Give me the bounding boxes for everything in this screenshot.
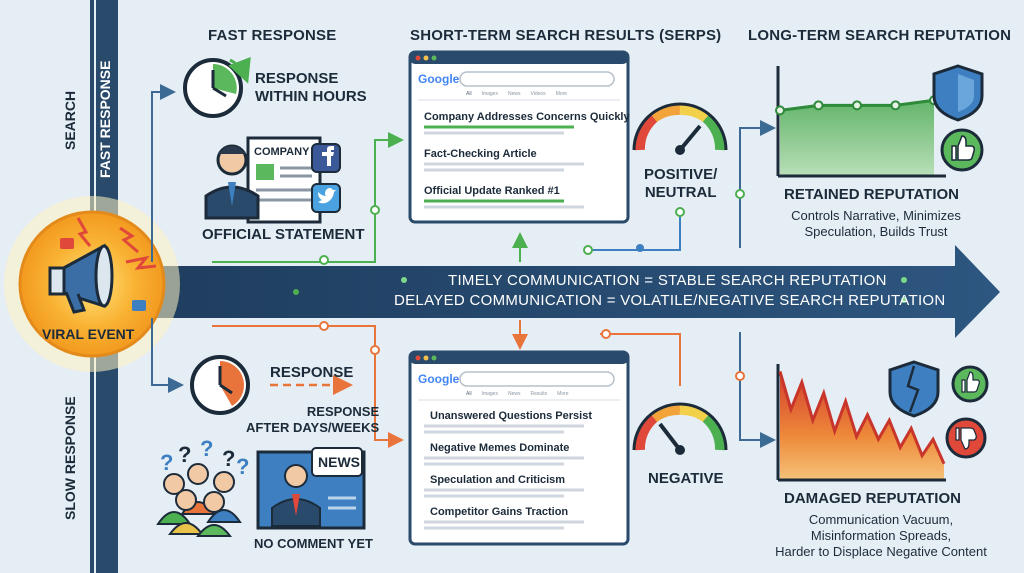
- serp-result-2: Negative Memes Dominate: [430, 442, 570, 454]
- damaged-reputation-title: DAMAGED REPUTATION: [784, 490, 961, 507]
- serp-tab: Images: [481, 91, 498, 97]
- question-mark-icon: ?: [236, 454, 249, 479]
- person-icon-spokesperson: [204, 144, 260, 220]
- serp-tab: All: [466, 91, 472, 97]
- clock-icon-fast: [183, 56, 251, 118]
- chart-line: [778, 371, 946, 465]
- question-mark-icon: ?: [160, 450, 173, 475]
- side-label-search: SEARCH: [62, 90, 78, 150]
- thumbs-up-icon-small: [951, 365, 989, 403]
- chart-damaged-reputation: [776, 364, 946, 482]
- chart-point: [852, 100, 862, 111]
- serp-window-negative: [408, 350, 630, 546]
- document-icon: [246, 136, 322, 224]
- gauge-label-negative: NEGATIVE: [648, 470, 724, 487]
- gauge-label-positive: POSITIVE/ NEUTRAL: [644, 166, 718, 201]
- serp-tab: All: [466, 391, 472, 397]
- serp-tab: Images: [481, 391, 498, 397]
- response-within-hours-label: RESPONSE WITHIN HOURS: [255, 70, 367, 105]
- thumbs-down-icon: [945, 417, 987, 459]
- chart-area: [780, 100, 934, 176]
- question-mark-icon: ?: [200, 436, 213, 461]
- clock-icon-slow: [190, 355, 250, 415]
- official-statement-label: OFFICIAL STATEMENT: [202, 226, 365, 243]
- serp-result-1: Company Addresses Concerns Quickly: [424, 111, 630, 123]
- crowd-icon: [156, 463, 242, 537]
- chart-point: [890, 100, 901, 111]
- serp-result-3: Official Update Ranked #1: [424, 185, 560, 197]
- serp-tab: Results: [530, 391, 548, 397]
- header-long-term: LONG-TERM SEARCH REPUTATION: [748, 27, 1012, 44]
- retained-reputation-title: RETAINED REPUTATION: [784, 186, 959, 203]
- response-after-days-label: RESPONSE AFTER DAYS/WEEKS: [246, 404, 380, 435]
- retained-reputation-desc: Controls Narrative, Minimizes Speculatio…: [791, 208, 961, 239]
- company-doc-label: COMPANY: [254, 146, 310, 158]
- serp-window-positive: [408, 50, 630, 224]
- serp-tab: Videos: [530, 91, 546, 97]
- serp-tab: More: [555, 91, 568, 97]
- facebook-icon: [311, 143, 341, 173]
- broken-shield-icon: [888, 360, 940, 418]
- serp-tab: More: [557, 391, 569, 397]
- side-label-fast-response: FAST RESPONSE: [97, 60, 113, 178]
- viral-event-label: VIRAL EVENT: [42, 326, 135, 342]
- banner-arrow: [140, 245, 1000, 338]
- thumbs-up-icon: [940, 128, 984, 172]
- serp-result-2: Fact-Checking Article: [424, 148, 537, 160]
- google-logo-negative: Google: [418, 372, 460, 386]
- google-logo-positive: Google: [418, 72, 460, 86]
- chart-point: [813, 100, 824, 111]
- header-short-term: SHORT-TERM SEARCH RESULTS (SERPS): [410, 27, 722, 44]
- chart-retained-reputation: [775, 66, 946, 178]
- serp-tab: News: [507, 391, 521, 397]
- serp-result-4: Competitor Gains Traction: [430, 506, 569, 518]
- question-mark-icon: ?: [222, 446, 235, 471]
- chart-point: [775, 105, 785, 116]
- megaphone-icon: [48, 243, 114, 314]
- shield-icon: [932, 64, 984, 122]
- header-fast-response: FAST RESPONSE: [208, 27, 337, 44]
- serp-tabs-negative: All Images News Results More: [466, 391, 569, 397]
- banner-line-2: DELAYED COMMUNICATION = VOLATILE/NEGATIV…: [394, 292, 946, 309]
- response-label: RESPONSE: [270, 364, 354, 381]
- side-label-slow-response: SLOW RESPONSE: [62, 396, 78, 520]
- serp-tabs-positive: All Images News Videos More: [466, 91, 567, 97]
- serp-result-1: Unanswered Questions Persist: [430, 410, 592, 422]
- damaged-reputation-desc: Communication Vacuum, Misinformation Spr…: [775, 512, 987, 559]
- gauge-icon-negative: [632, 402, 728, 455]
- gauge-icon-positive: [632, 102, 728, 155]
- twitter-icon: [311, 183, 341, 213]
- banner-line-1: TIMELY COMMUNICATION = STABLE SEARCH REP…: [448, 272, 887, 289]
- news-label: NEWS: [318, 454, 360, 470]
- news-screen: [256, 447, 366, 530]
- question-mark-icon: ?: [178, 442, 191, 467]
- serp-result-3: Speculation and Criticism: [430, 474, 566, 486]
- serp-tab: News: [507, 91, 521, 97]
- no-comment-label: NO COMMENT YET: [254, 536, 373, 551]
